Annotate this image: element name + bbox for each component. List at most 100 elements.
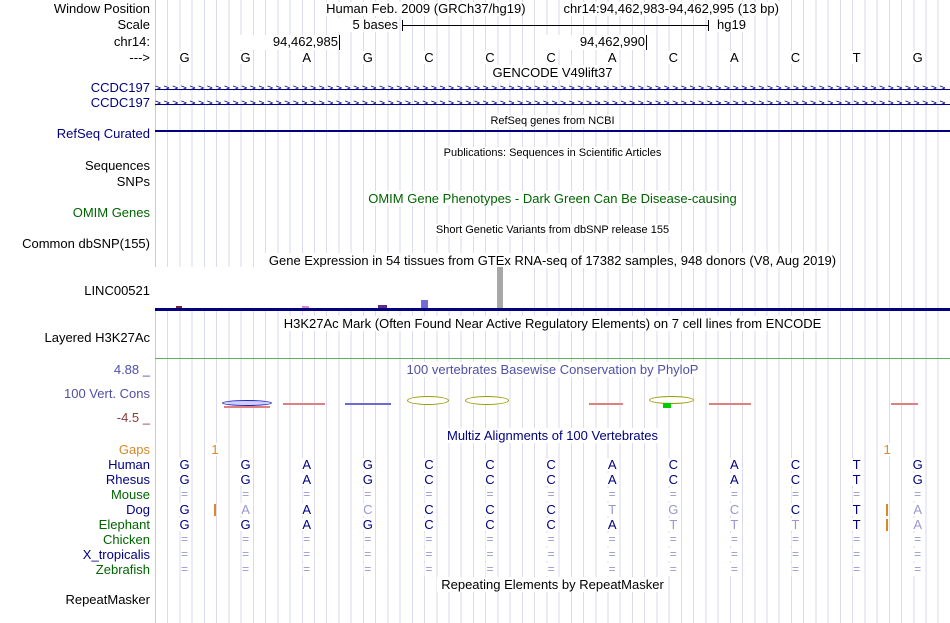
gtex-bar-2[interactable]: [302, 306, 309, 308]
align-base-elephant-8: A: [606, 517, 618, 532]
strand-arrow-label: --->: [0, 51, 152, 65]
ref-base-9: C: [667, 50, 679, 65]
gencode-track-title[interactable]: GENCODE V49lift37: [155, 65, 950, 80]
phylop-segment-5: [465, 395, 509, 405]
ref-base-12: T: [851, 50, 862, 65]
gtex-track-title[interactable]: Gene Expression in 54 tissues from GTEx …: [155, 253, 950, 268]
refseq-track-title[interactable]: RefSeq genes from NCBI: [155, 114, 950, 128]
refseq-gene-line[interactable]: [155, 130, 950, 132]
align-base-mouse-1: =: [179, 487, 190, 501]
align-base-rhesus-13: G: [911, 472, 924, 487]
publications-track-title[interactable]: Publications: Sequences in Scientific Ar…: [155, 146, 950, 160]
h3k27ac-baseline: [155, 358, 950, 359]
layered-h3k27ac-label[interactable]: Layered H3K27Ac: [0, 331, 152, 345]
align-base-mouse-4: =: [363, 487, 373, 501]
sequences-label[interactable]: Sequences: [0, 159, 152, 173]
repeatmasker-label[interactable]: RepeatMasker: [0, 593, 152, 607]
refseq-curated-label[interactable]: RefSeq Curated: [0, 127, 152, 141]
align-base-zebrafish-11: =: [790, 562, 801, 576]
align-base-rhesus-7: C: [545, 472, 557, 487]
align-base-rhesus-4: G: [361, 472, 374, 487]
align-base-x_tropicalis-10: =: [729, 547, 739, 561]
align-base-rhesus-9: C: [667, 472, 679, 487]
align-base-zebrafish-3: =: [302, 562, 312, 576]
ccdc197-gene-row-1[interactable]: >>>>>>>>>>>>>>>>>>>>>>>>>>>>>>>>>>>>>>>>…: [155, 84, 950, 95]
conservation-track-label[interactable]: 100 Vert. Cons: [0, 387, 152, 401]
gtex-bar-4[interactable]: [421, 300, 428, 308]
snps-label[interactable]: SNPs: [0, 175, 152, 189]
align-base-human-4: G: [361, 457, 374, 472]
align-base-chicken-6: =: [485, 532, 495, 546]
align-base-rhesus-8: A: [606, 472, 618, 487]
phylop-segment-8: [709, 403, 751, 405]
gene-label-ccdc197-2[interactable]: CCDC197: [0, 96, 152, 110]
species-label-zebrafish[interactable]: Zebrafish: [0, 563, 152, 577]
align-base-x_tropicalis-5: =: [424, 547, 434, 561]
gtex-bar-1[interactable]: [176, 306, 182, 308]
ref-base-11: C: [789, 50, 802, 65]
species-label-chicken[interactable]: Chicken: [0, 533, 152, 547]
align-base-human-1: G: [178, 457, 191, 472]
scale-assembly-text: hg19: [717, 17, 746, 32]
common-dbsnp-label[interactable]: Common dbSNP(155): [0, 237, 152, 251]
species-label-dog[interactable]: Dog: [0, 503, 152, 517]
gene-label-ccdc197-1[interactable]: CCDC197: [0, 81, 152, 95]
align-base-x_tropicalis-3: =: [302, 547, 312, 561]
gtex-bar-3[interactable]: [378, 305, 387, 308]
gtex-gene-model-line[interactable]: [155, 308, 950, 311]
align-base-dog-7: C: [545, 502, 557, 517]
align-base-elephant-3: A: [301, 517, 313, 532]
gtex-gene-label[interactable]: LINC00521: [0, 284, 152, 298]
phylop-track-title[interactable]: 100 vertebrates Basewise Conservation by…: [155, 362, 950, 377]
align-base-rhesus-1: G: [178, 472, 191, 487]
dbsnp-track-title[interactable]: Short Genetic Variants from dbSNP releas…: [155, 223, 950, 237]
scale-ruler: [402, 20, 709, 31]
align-base-chicken-7: =: [546, 532, 556, 546]
align-base-rhesus-2: G: [239, 472, 252, 487]
scale-label: Scale: [0, 18, 152, 32]
gtex-plot-area[interactable]: [155, 267, 533, 308]
align-base-human-9: C: [667, 457, 679, 472]
align-base-zebrafish-6: =: [485, 562, 495, 576]
species-label-elephant[interactable]: Elephant: [0, 518, 152, 532]
species-label-rhesus[interactable]: Rhesus: [0, 473, 152, 487]
repeatmasker-track-title[interactable]: Repeating Elements by RepeatMasker: [155, 577, 950, 592]
omim-genes-label[interactable]: OMIM Genes: [0, 206, 152, 220]
chromosome-label: chr14:: [0, 35, 152, 49]
gaps-row-label[interactable]: Gaps: [0, 443, 152, 457]
h3k27ac-track-title[interactable]: H3K27Ac Mark (Often Found Near Active Re…: [155, 316, 950, 331]
align-base-dog-9: G: [667, 502, 680, 517]
species-label-mouse[interactable]: Mouse: [0, 488, 152, 502]
align-base-x_tropicalis-12: =: [852, 547, 862, 561]
multiz-track-title[interactable]: Multiz Alignments of 100 Vertebrates: [155, 428, 950, 443]
align-base-zebrafish-8: =: [607, 562, 617, 576]
align-base-dog-6: C: [484, 502, 496, 517]
align-base-zebrafish-12: =: [852, 562, 862, 576]
align-base-zebrafish-5: =: [424, 562, 434, 576]
ccdc197-gene-row-2[interactable]: >>>>>>>>>>>>>>>>>>>>>>>>>>>>>>>>>>>>>>>>…: [155, 99, 950, 110]
coordinate-right: 94,462,990: [546, 35, 647, 50]
species-label-human[interactable]: Human: [0, 458, 152, 472]
gtex-bar-5[interactable]: [497, 267, 503, 308]
phylop-segment-9: [891, 403, 918, 405]
align-base-elephant-1: G: [178, 517, 191, 532]
align-base-elephant-6: C: [484, 517, 496, 532]
align-base-mouse-13: =: [913, 487, 923, 501]
align-base-human-13: G: [911, 457, 924, 472]
align-base-x_tropicalis-11: =: [790, 547, 801, 561]
align-base-chicken-9: =: [668, 532, 678, 546]
align-base-elephant-11: T: [790, 517, 801, 532]
conservation-max-label: 4.88 _: [0, 363, 152, 377]
align-base-rhesus-6: C: [484, 472, 496, 487]
align-base-x_tropicalis-2: =: [241, 547, 251, 561]
species-label-x_tropicalis[interactable]: X_tropicalis: [0, 548, 152, 562]
phylop-segment-1-under: [224, 406, 270, 408]
align-base-zebrafish-2: =: [241, 562, 251, 576]
align-base-x_tropicalis-13: =: [913, 547, 923, 561]
scale-bases-text: 5 bases: [330, 18, 398, 32]
gap-count-1: 1: [211, 442, 219, 457]
omim-track-title[interactable]: OMIM Gene Phenotypes - Dark Green Can Be…: [155, 191, 950, 206]
align-base-chicken-5: =: [424, 532, 434, 546]
align-base-dog-1: G: [178, 502, 191, 517]
phylop-segment-7-marker: [663, 403, 671, 408]
